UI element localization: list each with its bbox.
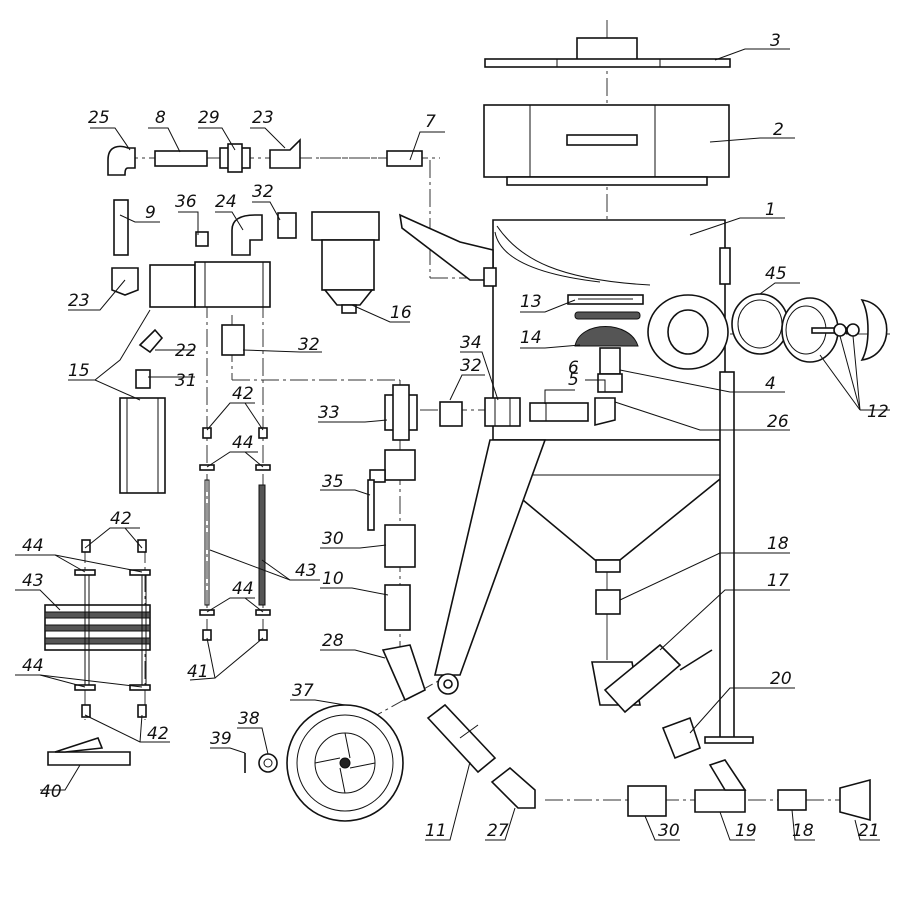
callout-3: 3 bbox=[770, 31, 781, 51]
callout-40: 40 bbox=[40, 782, 62, 802]
callout-16: 16 bbox=[390, 303, 412, 323]
callout-10: 10 bbox=[322, 569, 344, 589]
callout-15: 15 bbox=[68, 361, 90, 381]
part-24-elbow bbox=[195, 212, 297, 356]
callout-45: 45 bbox=[765, 264, 787, 284]
callout-1: 1 bbox=[765, 200, 776, 220]
callout-21: 21 bbox=[858, 821, 880, 841]
callout-13: 13 bbox=[520, 292, 542, 312]
callout-44-mid-bottom: 44 bbox=[232, 579, 254, 599]
callout-9: 9 bbox=[145, 203, 156, 223]
callout-42-mid: 42 bbox=[232, 384, 254, 404]
callout-18-top: 18 bbox=[767, 534, 789, 554]
callout-19: 19 bbox=[735, 821, 757, 841]
callout-33: 33 bbox=[318, 403, 340, 423]
part-12-door bbox=[781, 297, 888, 363]
callout-6: 6 bbox=[568, 358, 579, 378]
part-3-lid bbox=[484, 37, 731, 68]
tie-rods-middle bbox=[199, 427, 271, 641]
callout-35: 35 bbox=[322, 472, 344, 492]
callout-18-bottom: 18 bbox=[792, 821, 814, 841]
callout-25: 25 bbox=[88, 108, 110, 128]
callout-22: 22 bbox=[175, 341, 197, 361]
callout-38: 38 bbox=[238, 709, 260, 729]
callout-23-left: 23 bbox=[68, 291, 90, 311]
diagonal-hose bbox=[426, 703, 536, 809]
callout-42-left-bottom: 42 bbox=[147, 724, 169, 744]
callout-27: 27 bbox=[487, 821, 509, 841]
callout-44-left-bottom: 44 bbox=[22, 656, 44, 676]
left-section-view bbox=[44, 539, 151, 718]
callout-20: 20 bbox=[770, 669, 792, 689]
callout-7: 7 bbox=[425, 112, 436, 132]
part-16-filter bbox=[311, 211, 380, 314]
internal-valve-parts bbox=[484, 294, 644, 427]
callout-43-left: 43 bbox=[22, 571, 44, 591]
callout-32-mid: 32 bbox=[298, 335, 320, 355]
leader-lines bbox=[15, 48, 890, 841]
callout-4: 4 bbox=[765, 374, 776, 394]
callout-41: 41 bbox=[187, 662, 209, 682]
part-2-housing bbox=[483, 104, 730, 186]
callout-5: 5 bbox=[568, 370, 579, 390]
callout-44-left-top: 44 bbox=[22, 536, 44, 556]
callout-14: 14 bbox=[520, 328, 542, 348]
callout-8: 8 bbox=[155, 108, 166, 128]
callout-26: 26 bbox=[767, 412, 789, 432]
callout-30-mid: 30 bbox=[322, 529, 344, 549]
callout-43-mid: 43 bbox=[295, 561, 317, 581]
callout-labels: 3 2 1 4 5 6 7 8 9 25 29 23 36 24 32 23 1… bbox=[22, 31, 889, 841]
part-15-separator bbox=[119, 261, 271, 494]
callout-11: 11 bbox=[425, 821, 447, 841]
callout-2: 2 bbox=[773, 120, 784, 140]
callout-37: 37 bbox=[292, 681, 314, 701]
callout-23-top: 23 bbox=[252, 108, 274, 128]
callout-44-mid-top: 44 bbox=[232, 433, 254, 453]
callout-30-bottom: 30 bbox=[658, 821, 680, 841]
part-38-washer bbox=[258, 753, 278, 773]
callout-36: 36 bbox=[175, 192, 197, 212]
callout-24: 24 bbox=[215, 192, 237, 212]
top-pipe-run bbox=[107, 138, 423, 296]
vertical-fittings bbox=[367, 384, 463, 702]
callout-29: 29 bbox=[198, 108, 220, 128]
callout-31: 31 bbox=[175, 371, 197, 391]
callout-12: 12 bbox=[867, 402, 889, 422]
part-37-wheel bbox=[286, 704, 404, 822]
callout-39: 39 bbox=[210, 729, 232, 749]
callout-17: 17 bbox=[767, 571, 789, 591]
part-45-seal bbox=[731, 293, 789, 355]
bottom-run bbox=[627, 759, 871, 822]
part-40-pedal bbox=[47, 737, 131, 766]
callout-32-right: 32 bbox=[460, 356, 482, 376]
callout-28: 28 bbox=[322, 631, 344, 651]
callout-34: 34 bbox=[460, 333, 482, 353]
part-17-valve bbox=[591, 589, 713, 760]
callout-32-top: 32 bbox=[252, 182, 274, 202]
callout-42-left-top: 42 bbox=[110, 509, 132, 529]
